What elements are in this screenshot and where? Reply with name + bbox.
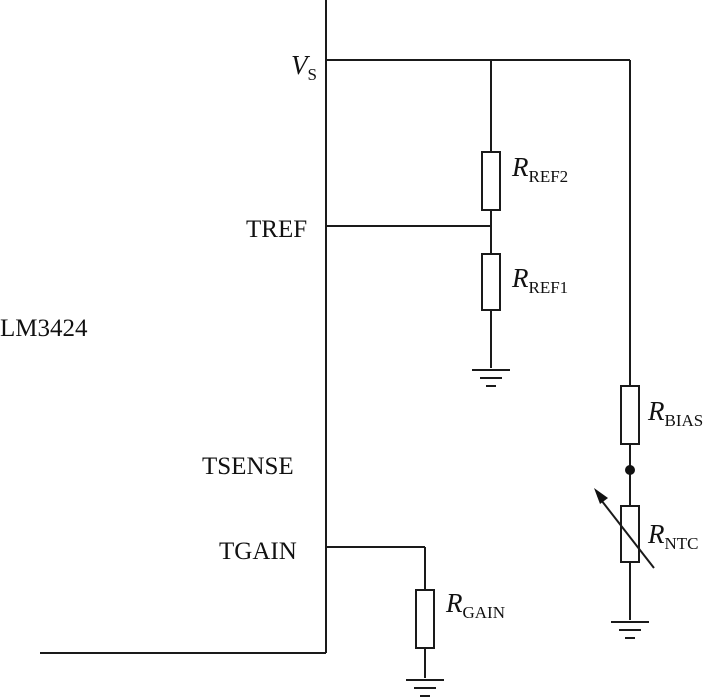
ground-symbol-ref xyxy=(472,369,510,387)
chip-name: LM3424 xyxy=(0,315,88,342)
gain-branch xyxy=(326,546,435,678)
label-r-ref1: RREF1 xyxy=(511,263,568,297)
resistor-r-ref2 xyxy=(481,151,501,211)
resistor-r-ref1 xyxy=(481,253,501,311)
ref-divider-branch xyxy=(326,60,501,368)
thermistor-r-ntc xyxy=(620,505,640,563)
ntc-branch xyxy=(620,60,640,620)
pin-label-tsense: TSENSE xyxy=(202,453,294,480)
pin-label-vs: VS xyxy=(291,50,317,84)
ntc-arrow-icon xyxy=(594,488,655,569)
label-r-gain: RGAIN xyxy=(445,588,505,622)
label-r-ntc: RNTC xyxy=(647,519,699,553)
label-r-ref2: RREF2 xyxy=(511,152,568,186)
label-r-bias: RBIAS xyxy=(647,396,703,430)
resistor-r-gain xyxy=(415,589,435,649)
pin-label-tgain: TGAIN xyxy=(219,538,297,565)
resistor-r-bias xyxy=(620,385,640,445)
ground-symbol-gain xyxy=(406,679,444,697)
junction-dot xyxy=(625,465,635,475)
ground-symbol-ntc xyxy=(611,621,649,639)
pin-label-tref: TREF xyxy=(246,216,307,243)
ic-outline xyxy=(40,0,327,654)
